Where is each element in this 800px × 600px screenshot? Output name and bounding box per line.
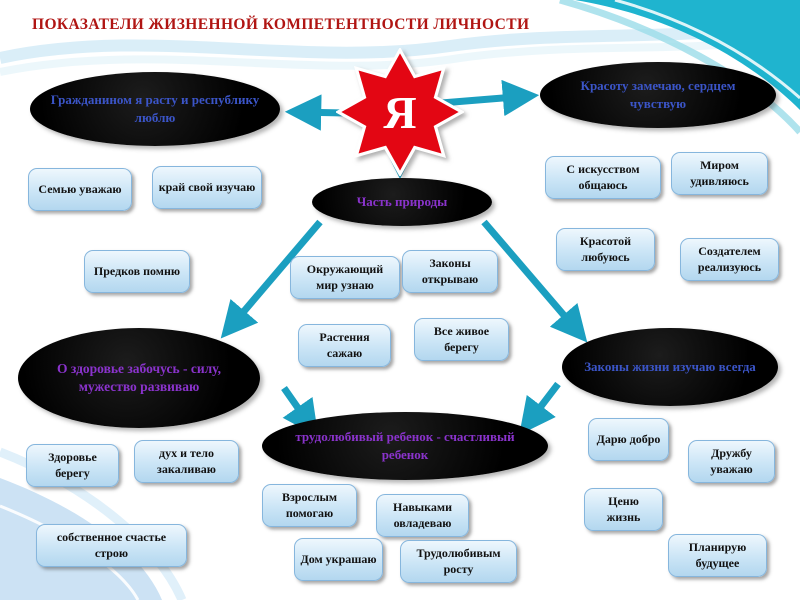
box-value-life: Ценю жизнь: [584, 488, 663, 531]
box-study-homeland: край свой изучаю: [152, 166, 262, 209]
node-laws: Законы жизни изучаю всегда: [562, 328, 778, 406]
node-health-label: О здоровье забочусь - силу, мужество раз…: [57, 360, 221, 394]
box-protect-living: Все живое берегу: [414, 318, 509, 361]
box-learn-world: Окружающий мир узнаю: [290, 256, 400, 299]
box-master-skills: Навыками овладеваю: [376, 494, 469, 537]
box-grow-hardworking: Трудолюбивым росту: [400, 540, 517, 583]
box-family-respect: Семью уважаю: [28, 168, 132, 211]
star-label: Я: [383, 86, 417, 138]
node-health: О здоровье забочусь - силу, мужество раз…: [18, 328, 260, 428]
node-citizen-label: Гражданином я расту и республику люблю: [50, 92, 260, 125]
self-star: Я: [336, 48, 464, 176]
box-decorate-home: Дом украшаю: [294, 538, 383, 581]
box-respect-friendship: Дружбу уважаю: [688, 440, 775, 483]
star-icon: [336, 48, 464, 176]
node-nature: Часть природы: [312, 178, 492, 226]
box-harden-body: дух и тело закаливаю: [134, 440, 239, 483]
box-help-adults: Взрослым помогаю: [262, 484, 357, 527]
box-give-kindness: Дарю добро: [588, 418, 669, 461]
arrow-to-work-right: [519, 381, 561, 435]
box-plant-plants: Растения сажаю: [298, 324, 391, 367]
page-title: ПОКАЗАТЕЛИ ЖИЗНЕННОЙ КОМПЕТЕНТНОСТИ ЛИЧН…: [32, 16, 530, 33]
box-admire-beauty: Красотой любуюсь: [556, 228, 655, 271]
box-wonder-world: Миром удивляюсь: [671, 152, 768, 195]
box-remember-ancestors: Предков помню: [84, 250, 190, 293]
node-beauty: Красоту замечаю, сердцем чувствую: [540, 62, 776, 128]
node-nature-label: Часть природы: [356, 194, 448, 210]
node-citizen: Гражданином я расту и республику люблю: [30, 72, 280, 146]
node-work: трудолюбивый ребенок - счастливый ребено…: [262, 412, 548, 480]
box-communicate-art: С искусством общаюсь: [545, 156, 661, 199]
box-realize-creator: Создателем реализуюсь: [680, 238, 779, 281]
node-work-label: трудолюбивый ребенок - счастливый ребено…: [295, 429, 515, 462]
box-plan-future: Планирую будущее: [668, 534, 767, 577]
node-beauty-label: Красоту замечаю, сердцем чувствую: [580, 78, 736, 111]
box-discover-laws: Законы открываю: [402, 250, 498, 293]
node-laws-label: Законы жизни изучаю всегда: [584, 359, 756, 375]
box-keep-health: Здоровье берегу: [26, 444, 119, 487]
box-build-happiness: собственное счастье строю: [36, 524, 187, 567]
